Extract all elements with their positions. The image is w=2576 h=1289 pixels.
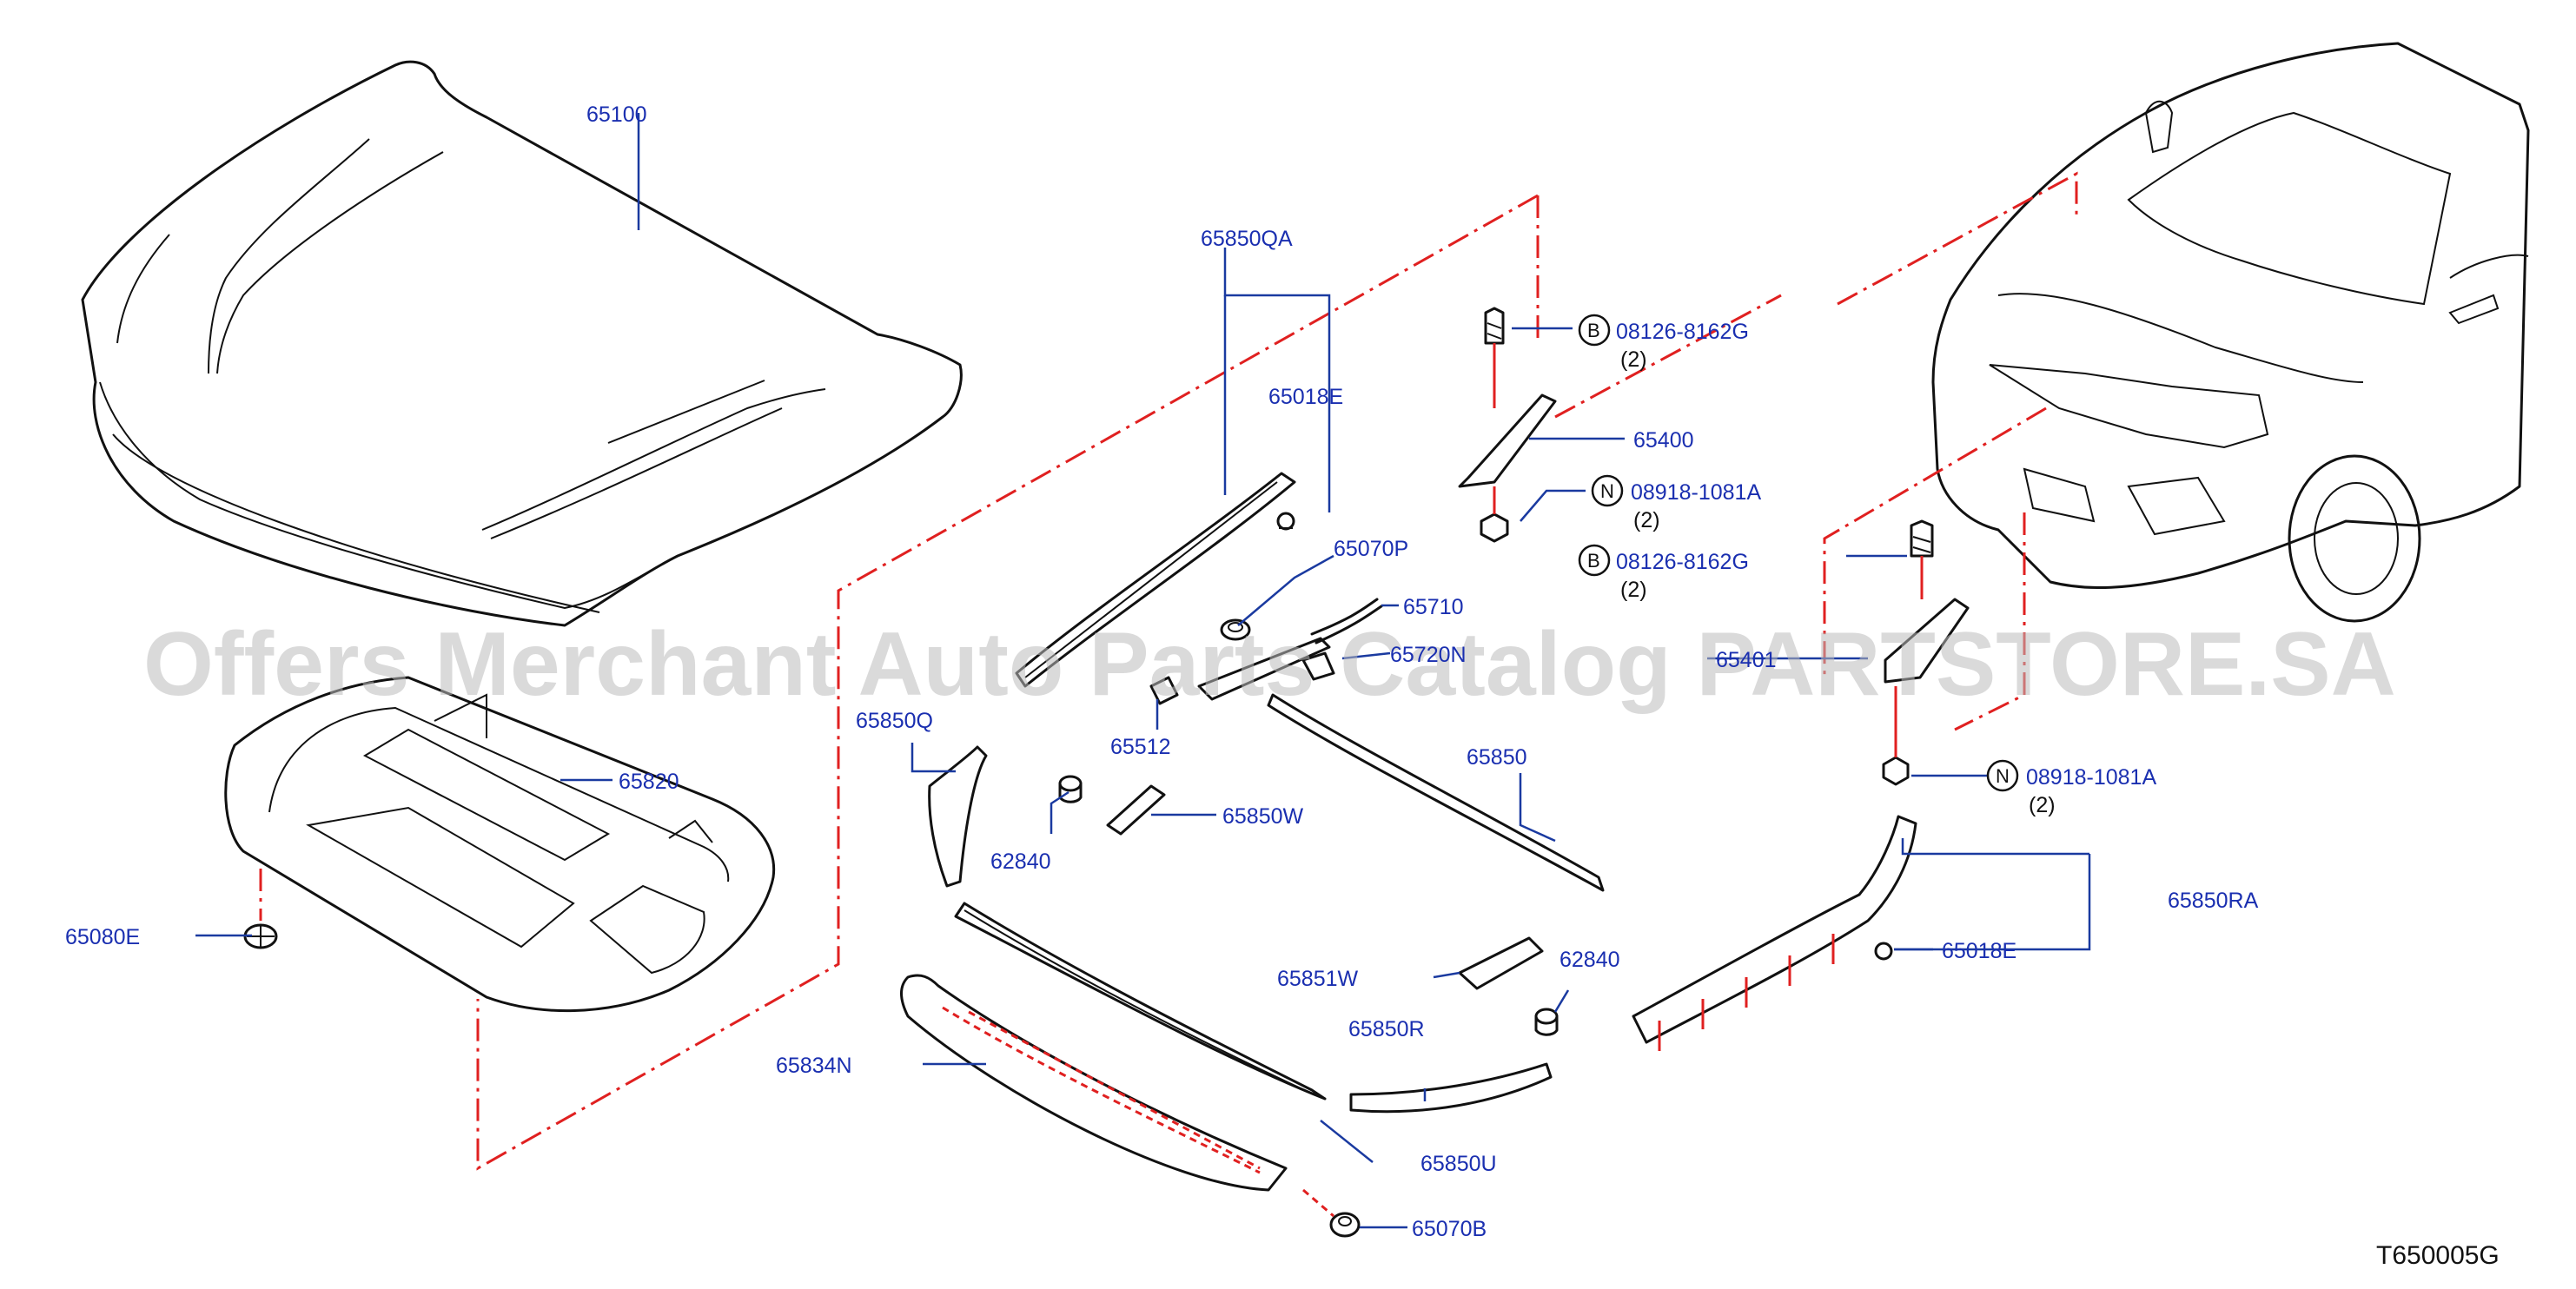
seal-65850R <box>1349 1062 1553 1114</box>
watermark-text: Offers Merchant Auto Parts Catalog PARTS… <box>143 614 2396 715</box>
clip-65720N <box>1301 651 1335 681</box>
label-65720N: 65720N <box>1390 643 1467 667</box>
vehicle-front-view <box>1931 42 2530 623</box>
label-65080E: 65080E <box>65 925 140 949</box>
strip-65850 <box>1267 693 1605 892</box>
label-65850: 65850 <box>1467 745 1527 770</box>
label-bolt-b2: 08126-8162G <box>1616 550 1749 574</box>
label-nut-n2: 08918-1081A <box>2026 765 2156 790</box>
qty-bolt-b1: (2) <box>1620 347 1647 372</box>
hood-insulator <box>224 676 776 1013</box>
qty-nut-n2: (2) <box>2029 793 2056 817</box>
callout-nut-n2: N 08918-1081A (2) <box>1986 759 2156 817</box>
qty-bolt-b2: (2) <box>1620 578 1647 602</box>
callout-bolt-b2: B 08126-8162G (2) <box>1578 544 1749 602</box>
bolt-marker-b2 <box>1578 544 1611 577</box>
label-65070B: 65070B <box>1412 1217 1487 1241</box>
cap-62840-left <box>1058 775 1083 803</box>
label-65834N: 65834N <box>776 1054 852 1078</box>
label-nut-n1: 08918-1081A <box>1631 480 1761 505</box>
label-65018E-top: 65018E <box>1268 385 1343 409</box>
label-65851W: 65851W <box>1277 967 1359 991</box>
hinge-65400 <box>1458 307 1557 543</box>
callout-bolt-b1: B 08126-8162G (2) <box>1578 314 1749 372</box>
bolt-marker-b1 <box>1578 314 1611 347</box>
label-62840-left: 62840 <box>990 849 1051 874</box>
nut-marker-n2-letter: N <box>1996 765 2010 787</box>
rod-65710 <box>1197 598 1383 701</box>
bolt-marker-b1-letter: B <box>1587 320 1600 341</box>
clip-65018E-top <box>1276 512 1295 531</box>
label-65850W: 65850W <box>1222 804 1304 829</box>
nut-marker-n2 <box>1986 759 2019 792</box>
seal-65850QA <box>1015 472 1296 688</box>
grommet-65070P <box>1220 618 1251 641</box>
seal-65850U <box>954 902 1327 1101</box>
assembly-centerlines <box>259 171 2078 1218</box>
label-65018E-right: 65018E <box>1942 939 2016 963</box>
grommet-65070B <box>1329 1212 1361 1238</box>
label-65850U: 65850U <box>1420 1152 1497 1176</box>
label-65512: 65512 <box>1110 735 1171 759</box>
label-65100: 65100 <box>586 102 647 127</box>
hood-panel <box>81 60 963 627</box>
nut-marker-n1 <box>1591 474 1624 507</box>
nut-marker-n1-letter: N <box>1600 480 1614 502</box>
clip-65018E-right <box>1874 942 1893 961</box>
clip-65512 <box>1149 676 1179 705</box>
cap-62840-right <box>1534 1008 1559 1036</box>
label-65401: 65401 <box>1716 648 1777 672</box>
label-65820: 65820 <box>619 770 679 794</box>
label-65710: 65710 <box>1403 595 1464 619</box>
label-65850RA: 65850RA <box>2168 889 2259 913</box>
seal-65850Q <box>928 745 988 888</box>
hinge-65401 <box>1882 519 1970 786</box>
label-65850R: 65850R <box>1348 1017 1425 1041</box>
label-65850QA: 65850QA <box>1201 227 1293 251</box>
label-65850Q: 65850Q <box>856 709 933 733</box>
leader-lines <box>195 113 2091 1229</box>
callout-nut-n1: N 08918-1081A (2) <box>1591 474 1761 532</box>
label-65070P: 65070P <box>1334 537 1408 561</box>
label-bolt-b1: 08126-8162G <box>1616 320 1749 344</box>
drawing-code: T650005G <box>2376 1241 2500 1270</box>
label-62840-right: 62840 <box>1560 948 1620 972</box>
bracket-65850W <box>1106 784 1166 836</box>
bracket-65851W <box>1458 936 1544 990</box>
qty-nut-n1: (2) <box>1633 508 1660 532</box>
label-65400: 65400 <box>1633 428 1694 453</box>
seal-65850RA <box>1632 815 1917 1051</box>
seal-65834N <box>900 974 1288 1192</box>
bolt-marker-b2-letter: B <box>1587 550 1600 572</box>
